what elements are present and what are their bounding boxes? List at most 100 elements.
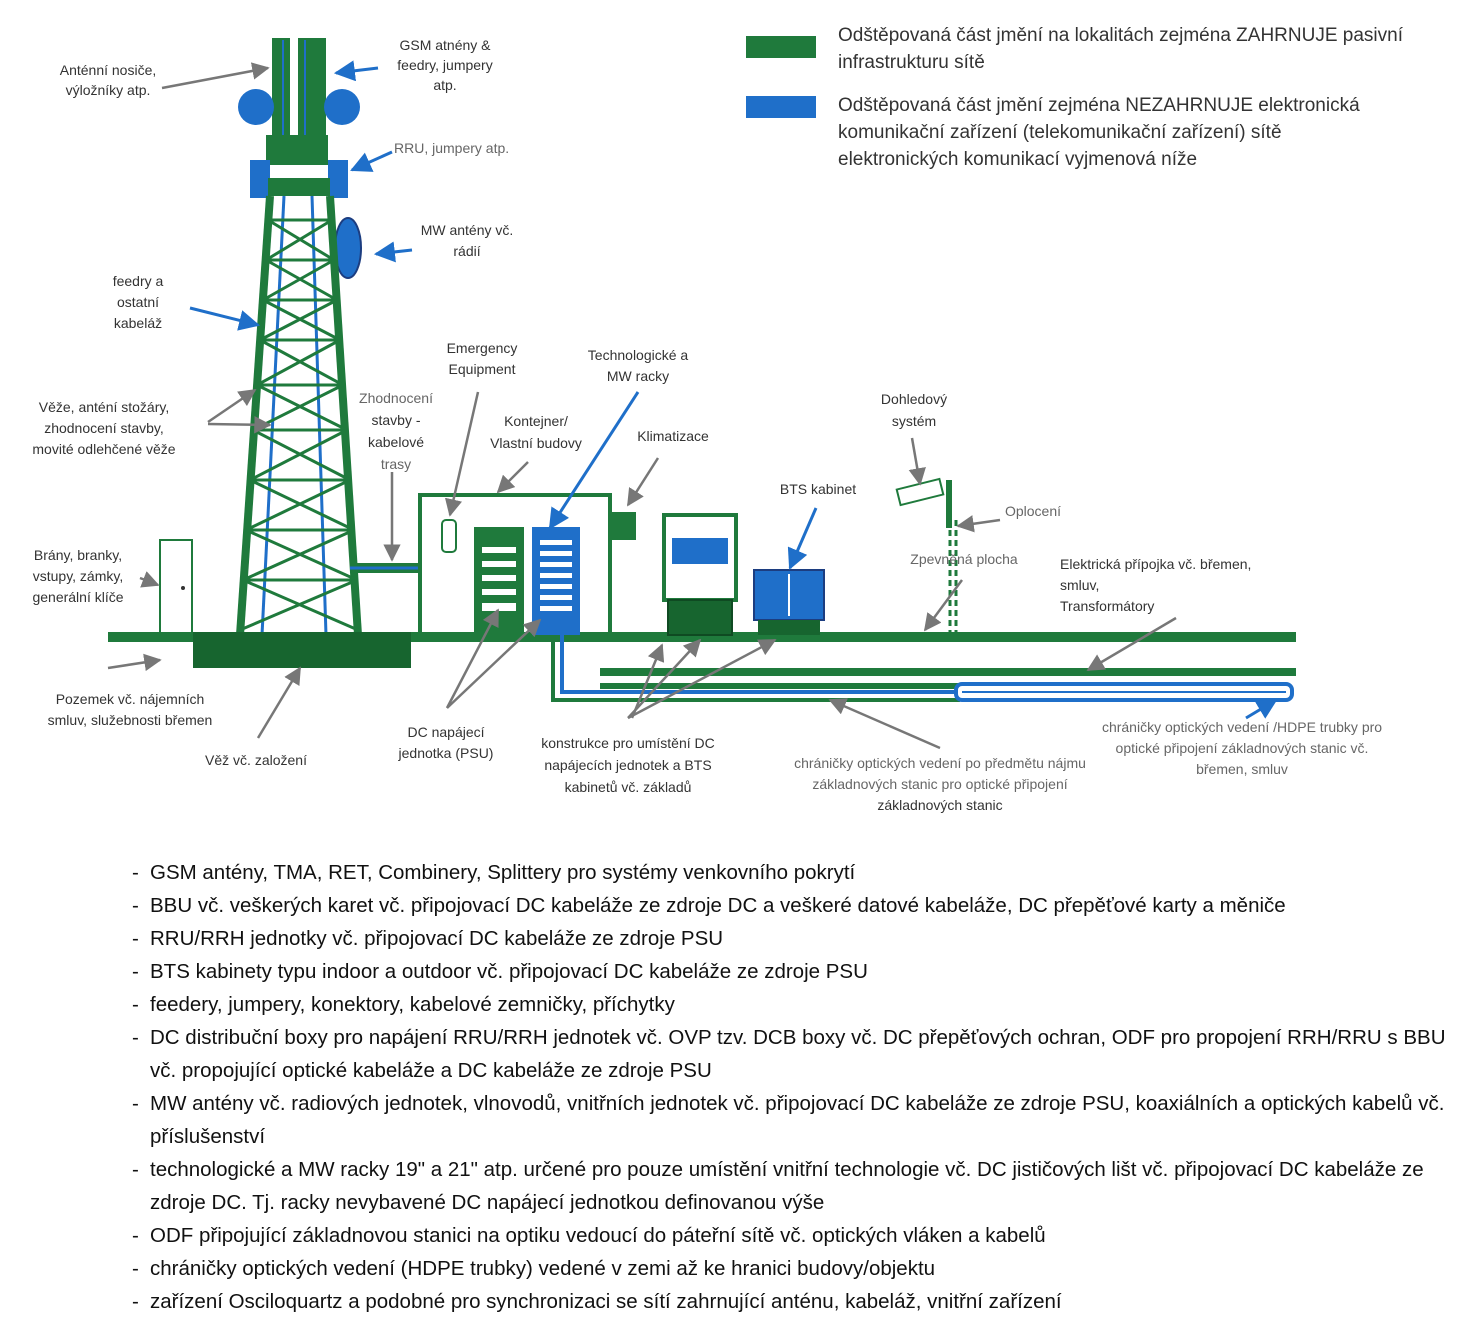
legend-blue-line-1: Odštěpovaná část jmění zejména NEZAHRNUJ…	[838, 95, 1360, 116]
label-gates-1: Brány, branky,	[34, 547, 122, 563]
label-racks-2: MW racky	[607, 368, 669, 384]
list-item: MW antény vč. radiových jednotek, vlnovo…	[132, 1087, 1477, 1153]
label-aircon: Klimatizace	[637, 428, 709, 444]
outdoor-cabinet-base	[667, 599, 733, 636]
psu-rack-slots	[482, 547, 516, 611]
label-hdpe-2: optické připojení základnových stanic vč…	[1116, 740, 1369, 756]
label-emergency-2: Equipment	[449, 361, 516, 377]
label-emergency-1: Emergency	[447, 340, 518, 356]
label-psu-2: jednotka (PSU)	[398, 745, 494, 761]
legend-blue-text: Odštěpovaná část jmění zejména NEZAHRNUJ…	[838, 92, 1458, 173]
tower-foundation	[193, 632, 411, 668]
label-gates-2: vstupy, zámky,	[33, 568, 124, 584]
list-item: feedery, jumpery, konektory, kabelové ze…	[132, 988, 1477, 1021]
antenna-pole	[298, 38, 316, 138]
label-antenna-mounts-2: výložníky atp.	[66, 82, 151, 98]
label-surveillance-1: Dohledový	[881, 391, 947, 407]
label-ducts-2: základnových stanic pro optické připojen…	[812, 776, 1067, 792]
label-mw-1: MW antény vč.	[421, 222, 514, 238]
label-upgrade-1: Zhodnocení	[359, 390, 433, 406]
list-item: GSM antény, TMA, RET, Combinery, Splitte…	[132, 856, 1477, 889]
label-structure-3: kabinetů vč. základů	[565, 779, 692, 795]
label-power-2: smluv,	[1060, 577, 1099, 593]
green-duct-line	[600, 683, 960, 689]
legend-green-text: Odštěpovaná část jmění na lokalitách zej…	[838, 22, 1458, 76]
legend-green-line-2: infrastrukturu sítě	[838, 52, 985, 73]
legend-blue-line-2: komunikační zařízení (telekomunikační za…	[838, 122, 1282, 143]
green-duct-line	[600, 668, 1296, 676]
legend-green-line-1: Odštěpovaná část jmění na lokalitách zej…	[838, 25, 1403, 46]
label-paved-area: Zpevněná plocha	[910, 551, 1018, 567]
rru-unit	[250, 160, 270, 198]
label-power-3: Transformátory	[1060, 598, 1154, 614]
label-feeders-3: kabeláž	[114, 315, 162, 331]
excluded-equipment-list: GSM antény, TMA, RET, Combinery, Splitte…	[132, 856, 1477, 1318]
list-item: chráničky optických vedení (HDPE trubky)…	[132, 1252, 1477, 1285]
tower-platform	[268, 178, 330, 196]
label-surveillance-2: systém	[892, 413, 936, 429]
gate-lock-icon	[181, 586, 185, 590]
label-feeders-2: ostatní	[117, 294, 159, 310]
label-mw-2: rádií	[453, 243, 480, 259]
label-gsm-3: atp.	[433, 77, 456, 93]
label-towers-3: movité odlehčené věže	[32, 441, 175, 457]
label-gsm-2: feedry, jumpery	[397, 57, 492, 73]
legend-blue-line-3: elektronických komunikací vyjmenová níže	[838, 149, 1198, 170]
label-feeders-1: feedry a	[113, 273, 164, 289]
tower-leg	[236, 195, 274, 636]
list-item: ODF připojující základnovou stanici na o…	[132, 1219, 1477, 1252]
list-item: BTS kabinety typu indoor a outdoor vč. p…	[132, 955, 1477, 988]
label-container-2: Vlastní budovy	[490, 435, 582, 451]
legend-blue-swatch	[746, 96, 816, 118]
site-diagram: Anténní nosiče, výložníky atp. GSM atnén…	[32, 37, 1382, 813]
mw-antenna-icon	[334, 217, 362, 279]
rru-unit	[328, 160, 348, 198]
label-antenna-mounts: Anténní nosiče,	[60, 62, 157, 78]
label-racks-1: Technologické a	[588, 347, 689, 363]
label-tower-foundation: Věž vč. založení	[205, 752, 307, 768]
label-power-1: Elektrická přípojka vč. břemen,	[1060, 556, 1251, 572]
legend-green-swatch	[746, 36, 816, 58]
label-fence: Oplocení	[1005, 503, 1061, 519]
label-gsm-1: GSM atnény &	[399, 37, 491, 53]
label-ducts-1: chráničky optických vedení po předmětu n…	[794, 755, 1086, 771]
label-upgrade-2: stavby -	[371, 412, 420, 428]
label-towers-1: Věže, anténí stožáry,	[39, 399, 169, 415]
label-structure-2: napájecích jednotek a BTS	[544, 757, 711, 773]
list-item: technologické a MW racky 19" a 21" atp. …	[132, 1153, 1477, 1219]
air-conditioner	[612, 512, 636, 540]
tower-leg	[326, 195, 362, 636]
label-land-1: Pozemek vč. nájemních	[56, 691, 205, 707]
antenna-pole	[314, 38, 326, 138]
list-item: zařízení Osciloquartz a podobné pro sync…	[132, 1285, 1477, 1318]
gsm-antenna-icon	[324, 89, 360, 125]
list-item: BBU vč. veškerých karet vč. připojovací …	[132, 889, 1477, 922]
green-duct	[551, 635, 960, 702]
label-rru: RRU, jumpery atp.	[394, 140, 509, 156]
gsm-antenna-icon	[238, 89, 274, 125]
list-item: DC distribuční boxy pro napájení RRU/RRH…	[132, 1021, 1477, 1087]
gate	[159, 539, 193, 636]
tech-rack-slots	[540, 540, 572, 611]
ground-line	[108, 632, 1296, 642]
outdoor-cabinet-panel	[672, 538, 728, 564]
label-towers-2: zhodnocení stavby,	[44, 420, 164, 436]
label-upgrade-3: kabelové	[368, 434, 424, 450]
camera-icon	[895, 477, 952, 528]
fire-extinguisher-icon	[441, 519, 457, 553]
label-container-1: Kontejner/	[504, 413, 568, 429]
arrows-blue	[189, 60, 1278, 720]
label-psu-1: DC napájecí	[407, 724, 484, 740]
label-ducts-3: základnových stanic	[877, 797, 1002, 813]
tower-upper-frame	[266, 135, 328, 165]
antenna-pole	[272, 38, 290, 138]
label-structure-1: konstrukce pro umístění DC	[541, 735, 715, 751]
label-land-2: smluv, služebnosti břemen	[48, 712, 213, 728]
tower	[236, 38, 362, 636]
label-hdpe-1: chráničky optických vedení /HDPE trubky …	[1102, 719, 1382, 735]
label-gates-3: generální klíče	[32, 589, 123, 605]
blue-duct	[560, 635, 960, 694]
list-item: RRU/RRH jednotky vč. připojovací DC kabe…	[132, 922, 1477, 955]
bts-cabinet-base	[758, 620, 820, 635]
label-hdpe-3: břemen, smluv	[1196, 761, 1288, 777]
